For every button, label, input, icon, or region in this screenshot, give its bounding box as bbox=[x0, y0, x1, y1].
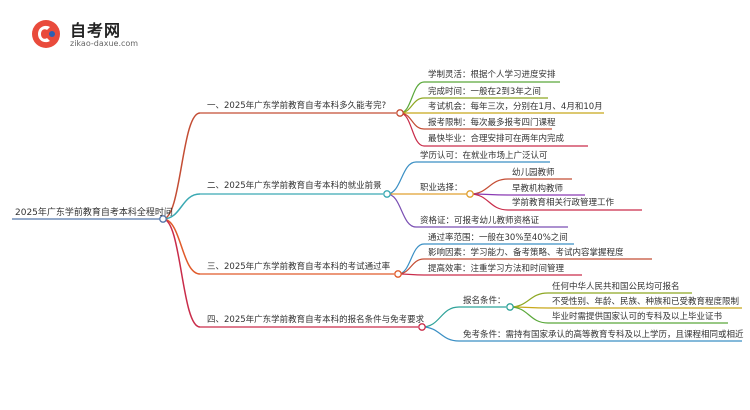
leaf-3-2: 影响因素：学习能力、备考策略、考试内容掌握程度 bbox=[428, 248, 624, 258]
leaf-3-1: 通过率范围：一般在30%至40%之间 bbox=[428, 233, 568, 243]
leaf-2-2-3: 学前教育相关行政管理工作 bbox=[512, 198, 615, 208]
branch-1-title: 一、2025年广东学前教育自考本科多久能考完? bbox=[207, 101, 387, 111]
logo-icon bbox=[32, 20, 60, 48]
leaf-4-2: 免考条件：需持有国家承认的高等教育专科及以上学历，且课程相同或相近 bbox=[463, 330, 744, 340]
edge-3-2 bbox=[397, 258, 425, 275]
edge-root-branch-3 bbox=[162, 218, 201, 275]
leaf-4-1-3: 毕业时需提供国家认可的专科及以上毕业证书 bbox=[552, 312, 723, 322]
edge-root-branch-1 bbox=[162, 112, 201, 220]
root-dot bbox=[159, 215, 167, 223]
edge-2-3 bbox=[386, 193, 417, 228]
branch-2-dot bbox=[383, 190, 391, 198]
job-choice-dot bbox=[466, 190, 474, 198]
leaf-2-2-2: 早教机构教师 bbox=[512, 184, 564, 194]
leaf-3-3: 提高效率：注重学习方法和时间管理 bbox=[428, 264, 565, 274]
edge-4-1-3 bbox=[509, 306, 549, 324]
branch-3-dot bbox=[394, 270, 402, 278]
root-topic: 2025年广东学前教育自考本科全程时间 bbox=[15, 208, 173, 218]
edge-2-1 bbox=[386, 161, 417, 195]
edge-2-2-1 bbox=[469, 178, 509, 195]
branch-4-title: 四、2025年广东学前教育自考本科的报名条件与免考要求 bbox=[207, 315, 425, 325]
leaf-2-1: 学历认可：在就业市场上广泛认可 bbox=[420, 151, 548, 161]
leaf-4-1-2: 不受性别、年龄、民族、种族和已受教育程度限制 bbox=[552, 297, 740, 307]
edge-root-branch-2 bbox=[162, 193, 201, 220]
edge-2-2-3 bbox=[469, 193, 509, 211]
leaf-2-2-1: 幼儿园教师 bbox=[512, 168, 555, 178]
edge-4-1-1 bbox=[509, 292, 549, 308]
branch-1-dot bbox=[396, 109, 404, 117]
leaf-1-5: 最快毕业：合理安排可在两年内完成 bbox=[428, 134, 565, 144]
leaf-4-1: 报名条件： bbox=[463, 296, 506, 306]
brand-url: zikao-daxue.com bbox=[70, 39, 139, 48]
brand-name: 自考网 bbox=[70, 21, 122, 40]
leaf-2-2: 职业选择： bbox=[420, 183, 463, 193]
edge-root-branch-4 bbox=[162, 218, 201, 328]
signup-cond-dot bbox=[506, 303, 514, 311]
leaf-4-1-1: 任何中华人民共和国公民均可报名 bbox=[552, 282, 680, 292]
edge-1-5 bbox=[399, 112, 425, 147]
edge-1-1 bbox=[399, 81, 425, 114]
edge-3-3 bbox=[397, 273, 425, 276]
mind-map-edges bbox=[12, 81, 742, 342]
mind-map-node-dots bbox=[159, 109, 514, 331]
leaf-1-3: 考试机会：每年三次，分别在1月、4月和10月 bbox=[428, 102, 603, 112]
branch-3-title: 三、2025年广东学前教育自考本科的考试通过率 bbox=[207, 262, 391, 272]
branch-4-dot bbox=[418, 323, 426, 331]
edge-1-2 bbox=[399, 97, 425, 114]
edge-4-2 bbox=[421, 326, 460, 342]
leaf-2-3: 资格证：可报考幼儿教师资格证 bbox=[420, 216, 540, 226]
leaf-1-1: 学制灵活：根据个人学习进度安排 bbox=[428, 70, 556, 80]
leaf-1-4: 报考限制：每次最多报考四门课程 bbox=[428, 118, 556, 128]
branch-2-title: 二、2025年广东学前教育自考本科的就业前景 bbox=[207, 181, 382, 191]
edge-1-4 bbox=[399, 112, 425, 130]
edge-4-1 bbox=[421, 306, 460, 328]
leaf-1-2: 完成时间：一般在2到3年之间 bbox=[428, 87, 541, 97]
